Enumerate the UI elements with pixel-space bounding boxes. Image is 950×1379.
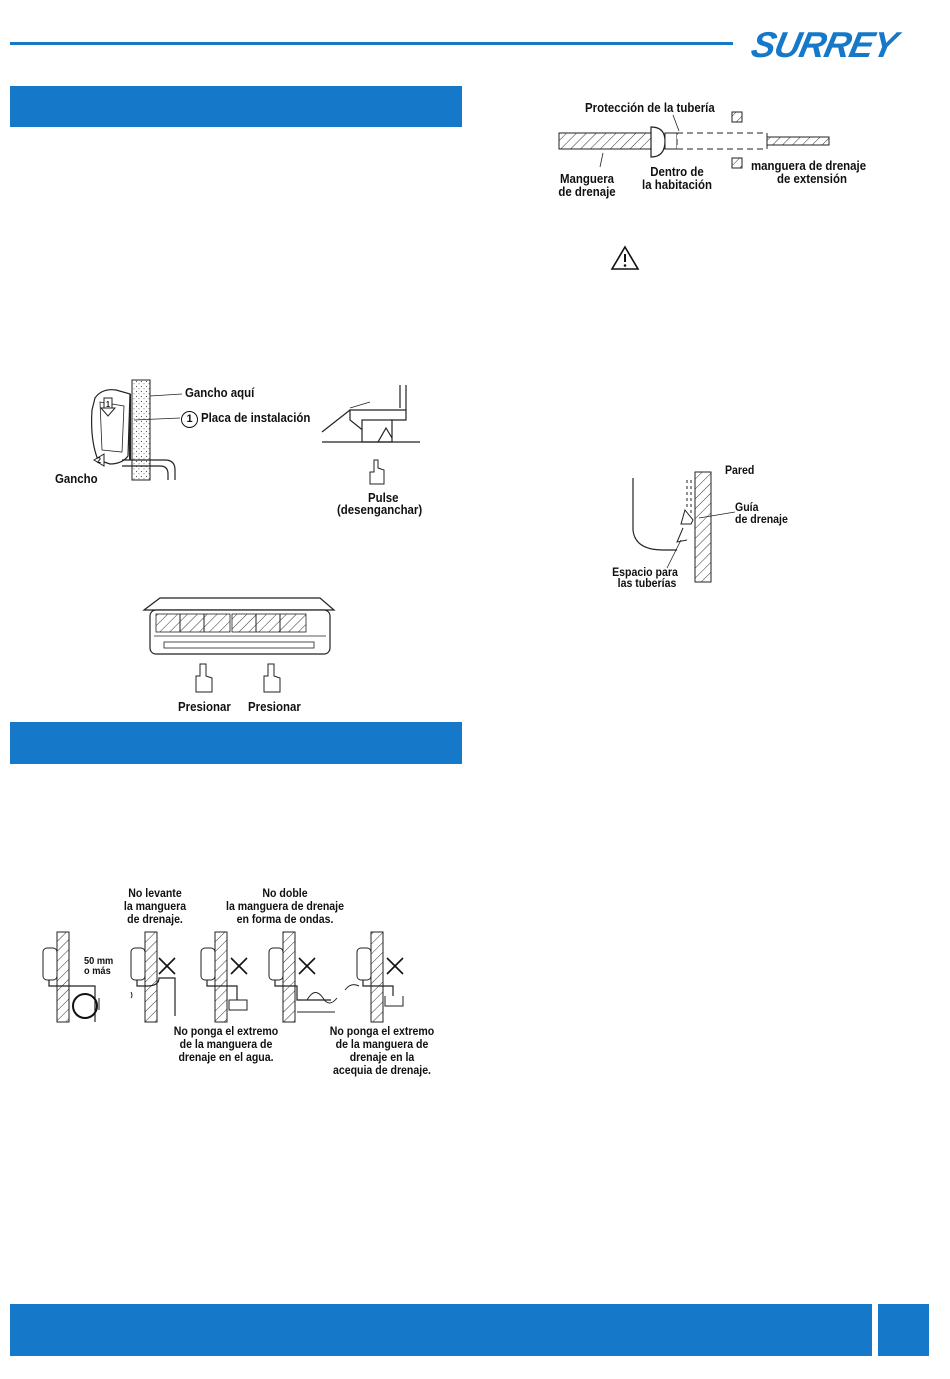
- label-pulse: Pulse: [368, 490, 399, 505]
- label-manguera-l1: Manguera: [559, 171, 615, 186]
- label-extension-l2: de extensión: [777, 171, 847, 186]
- warning-triangle-icon: [610, 245, 640, 270]
- section-band-top: [10, 86, 462, 127]
- label-no-doble-l3: en forma de ondas.: [236, 912, 334, 926]
- label-measure-l2: o más: [84, 965, 111, 977]
- label-presionar-right: Presionar: [248, 699, 301, 714]
- label-no-levante-l3: de drenaje.: [127, 912, 183, 926]
- label-guia-l1: Guía: [735, 500, 759, 514]
- label-desenganchar: (desenganchar): [337, 502, 423, 517]
- label-gancho-aqui: Gancho aquí: [185, 385, 255, 400]
- label-proteccion: Protección de la tubería: [585, 100, 715, 115]
- arrow-number-2: 2: [97, 456, 101, 465]
- figure-press: Presionar Presionar: [140, 592, 340, 717]
- hose-drawing: [558, 111, 830, 169]
- label-no-levante-l2: la manguera: [123, 899, 187, 913]
- label-placa-instalacion: Placa de instalación: [201, 410, 311, 425]
- placa-number-badge: 1: [181, 411, 198, 428]
- label-gancho: Gancho: [55, 471, 98, 486]
- label-no-agua-l1: No ponga el extremo: [173, 1024, 279, 1038]
- label-dentro-l1: Dentro de: [650, 164, 704, 179]
- label-pared: Pared: [725, 463, 755, 477]
- figure-hose-extension: Protección de la tubería Manguera de dre…: [545, 95, 895, 205]
- label-no-acequia-l3: drenaje en la: [349, 1050, 415, 1064]
- wall-drawing: [632, 471, 736, 583]
- label-no-agua-l2: de la manguera de: [179, 1037, 273, 1051]
- label-no-levante-l1: No levante: [128, 886, 182, 900]
- label-extension-l1: manguera de drenaje: [751, 158, 867, 173]
- label-no-agua-l3: drenaje en el agua.: [178, 1050, 274, 1064]
- press-drawing: [142, 597, 336, 693]
- unhook-drawing: [91, 379, 420, 485]
- arrow-number-1: 1: [106, 400, 110, 409]
- section-band-middle: [10, 722, 462, 764]
- label-no-acequia-l4: acequia de drenaje.: [332, 1063, 432, 1077]
- label-guia-l2: de drenaje: [735, 512, 788, 526]
- figure-unhook: Gancho aquí 1 Placa de instalación Ganch…: [50, 379, 450, 520]
- label-espacio-l1: Espacio para: [612, 565, 678, 579]
- footer-band: [10, 1304, 872, 1356]
- header-rule: [10, 42, 733, 45]
- page-number-box: [878, 1304, 929, 1356]
- brand-wordmark: SURREY: [747, 24, 901, 65]
- label-no-doble-l1: No doble: [262, 886, 308, 900]
- label-manguera-l2: de drenaje: [558, 184, 616, 199]
- figure-drain-rules: 50 mm o más No levante la manguera de dr…: [35, 884, 455, 1084]
- label-no-acequia-l1: No ponga el extremo: [329, 1024, 435, 1038]
- drain-rules-drawing: [42, 931, 404, 1023]
- label-no-doble-l2: la manguera de drenaje: [226, 899, 344, 913]
- brand-logo: SURREY: [748, 24, 922, 65]
- label-dentro-l2: la habitación: [642, 177, 712, 192]
- label-no-acequia-l2: de la manguera de: [335, 1037, 429, 1051]
- label-espacio-l2: las tuberías: [617, 576, 677, 590]
- label-presionar-left: Presionar: [178, 699, 231, 714]
- label-measure-l1: 50 mm: [84, 955, 114, 967]
- figure-wall-drain-guide: Pared Guía de drenaje Espacio para las t…: [605, 460, 825, 590]
